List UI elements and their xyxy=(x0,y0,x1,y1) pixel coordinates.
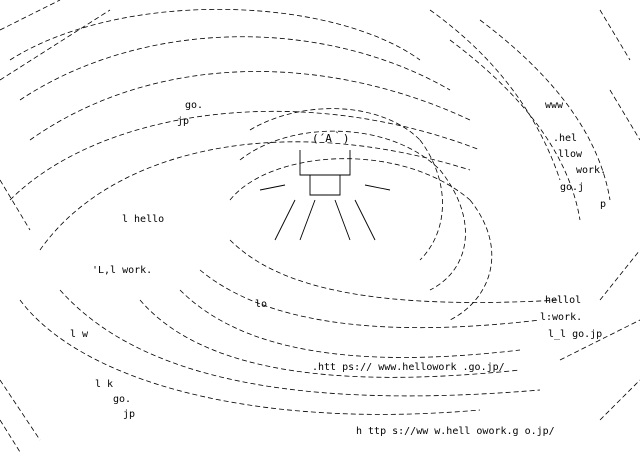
url-text-upper: .htt ps:// www.hellowork .go.jp/ xyxy=(312,362,505,373)
text-snippet: www xyxy=(545,100,564,111)
text-snippet: go.j xyxy=(560,182,585,193)
url-text-lower: h ttp s://ww w.hell owork.g o.jp/ xyxy=(356,426,555,437)
face-glyph: (´A｀) xyxy=(312,132,350,145)
text-snippet: llow xyxy=(558,149,583,160)
text-snippet: l w xyxy=(70,329,89,340)
text-snippet: l k xyxy=(95,379,114,390)
text-snippet: jp xyxy=(123,409,136,420)
text-snippet: p xyxy=(600,199,607,210)
text-snippet: work. xyxy=(576,165,607,176)
text-snippet: l hello xyxy=(122,214,165,225)
text-snippet: l_l go.jp xyxy=(548,329,603,340)
text-snippet: l:work. xyxy=(540,312,583,323)
text-snippet: jp xyxy=(177,116,190,127)
text-snippet: go. xyxy=(185,100,204,111)
text-snippet: lo xyxy=(255,299,268,310)
text-snippet: 'L,l work. xyxy=(92,265,153,276)
text-snippet: .hel xyxy=(553,133,578,144)
text-snippet: go. xyxy=(113,394,132,405)
text-snippet: hellol xyxy=(545,295,582,306)
